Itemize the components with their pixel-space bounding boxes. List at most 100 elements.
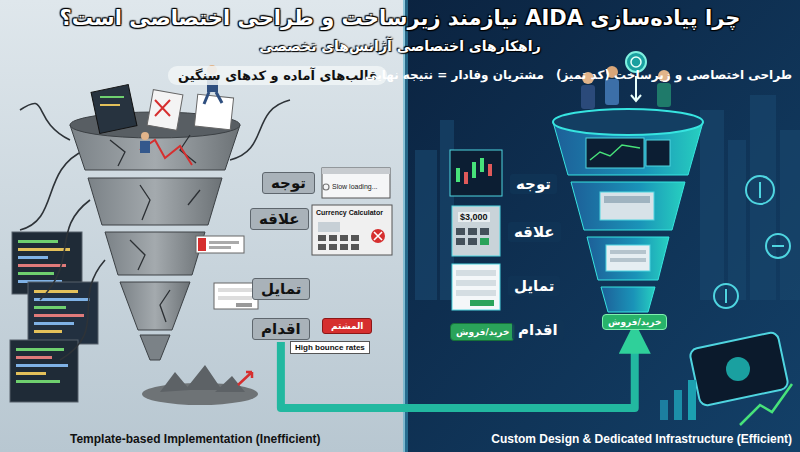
ui-cards-part <box>456 270 496 276</box>
broken-form-part <box>236 303 252 307</box>
falling-pages-part <box>155 100 170 116</box>
ui-cards-part <box>472 162 476 178</box>
code-window <box>10 232 98 402</box>
action-button: خرید/فروش <box>450 323 515 341</box>
clean-funnel-part <box>601 287 655 312</box>
cracks <box>110 135 200 322</box>
band-text: توجه <box>516 175 551 193</box>
stage-band: علاقه <box>508 222 561 242</box>
falling-pages-part <box>100 104 120 106</box>
tangled-wires-part <box>230 100 290 160</box>
falling-pages-part <box>100 96 124 98</box>
calculator-window-part <box>318 244 326 250</box>
ui-cards-part <box>468 238 477 245</box>
code-window-part <box>34 314 84 317</box>
band-text: علاقه <box>259 210 300 228</box>
city-silhouette-part <box>700 110 724 300</box>
growth-chart-part <box>740 384 792 425</box>
growth-chart-part <box>660 400 668 420</box>
code-window-part <box>10 340 78 402</box>
code-window-part <box>16 348 64 351</box>
cracks-part <box>110 140 125 166</box>
stage-band: خرید/فروش <box>602 314 667 330</box>
people-part <box>581 85 595 109</box>
background-part <box>405 0 800 452</box>
cracked-funnel-part <box>140 335 170 360</box>
cracks-part <box>188 190 200 205</box>
band-text: خرید/فروش <box>608 317 661 327</box>
code-window-part <box>34 330 62 333</box>
falling-pages-part <box>91 85 137 134</box>
funnel-screens-part <box>610 258 646 262</box>
calculator-window <box>312 205 392 255</box>
ui-cards-part <box>488 164 492 176</box>
window-text: Slow loading... <box>332 183 378 190</box>
worker-figure-part <box>141 132 149 140</box>
dollar-icons-part <box>726 182 784 303</box>
code-window-part <box>18 272 54 275</box>
calculator-window-part <box>351 244 359 250</box>
error-banner-part <box>198 238 206 251</box>
calculator-window-part <box>329 235 337 241</box>
funnel-screens-part <box>586 138 644 168</box>
falling-pages <box>91 85 234 165</box>
stage-band: تمایل <box>252 278 310 300</box>
error-banner-part <box>209 246 231 249</box>
tangled-wires-part <box>20 150 85 230</box>
error-banner <box>196 236 244 253</box>
ui-cards <box>450 150 502 310</box>
background-part <box>0 0 412 452</box>
cracks-part <box>160 290 170 322</box>
stage-band: توجه <box>262 172 315 194</box>
funnel-screens-part <box>606 245 650 271</box>
calculator-window-part <box>351 235 359 241</box>
cracked-funnel-part <box>105 232 205 275</box>
falling-pages-part <box>140 140 192 165</box>
broken-form-part <box>218 288 252 292</box>
calculator-window-part <box>374 232 382 240</box>
rubble-part <box>160 365 245 392</box>
diagram-title: چرا پیاده‌سازی AIDA نیازمند زیرساخت و طر… <box>0 6 800 30</box>
panel-caption: Template-based Implementation (Inefficie… <box>70 432 320 446</box>
calculator-window-part <box>340 244 348 250</box>
calculator-window-part <box>318 222 340 232</box>
stage-band: تمایل <box>508 276 560 296</box>
code-window-part <box>18 256 48 259</box>
ui-cards-part <box>450 150 502 196</box>
falling-pages-part <box>147 90 183 131</box>
ui-cards-part <box>480 158 484 172</box>
tangled-wires-part <box>40 200 90 300</box>
panel-caption: Custom Design & Dedicated Infrastructure… <box>491 432 792 446</box>
tangled-wires-part <box>60 260 105 360</box>
code-window-part <box>34 306 66 309</box>
stage-band: اقدام <box>252 318 310 340</box>
ui-cards-part <box>468 228 477 235</box>
calculator-window-part <box>371 229 385 243</box>
rubble-part <box>238 372 252 385</box>
error-banner-part <box>196 236 244 253</box>
subtitle: راهکارهای اختصاصی آژانس‌های تخصصی <box>0 38 800 54</box>
code-window-part <box>18 264 66 267</box>
ui-cards-part <box>456 168 460 182</box>
code-window-part <box>18 240 58 243</box>
growth-chart <box>660 380 792 425</box>
slow-window-part <box>323 184 329 190</box>
rubble <box>142 365 258 405</box>
band-text: توجه <box>271 174 306 192</box>
code-window-part <box>34 290 78 293</box>
stage-band: توجه <box>510 174 557 194</box>
clean-funnel-part <box>587 237 669 280</box>
code-window-part <box>18 248 70 251</box>
ui-cards-part <box>480 228 489 235</box>
funnel-screens-part <box>646 140 670 166</box>
code-window-part <box>16 364 68 367</box>
stage-band: اقدام <box>512 320 564 340</box>
panel-heading: طراحی اختصاصی و زیرساخت (کد تمیز) <box>556 68 792 82</box>
ui-cards-part <box>464 172 468 184</box>
heading-row: مشتریان وفادار = نتیجه نهاییطراحی اختصاص… <box>365 68 792 82</box>
phone-part <box>726 357 750 381</box>
falling-pages-part <box>194 94 233 130</box>
